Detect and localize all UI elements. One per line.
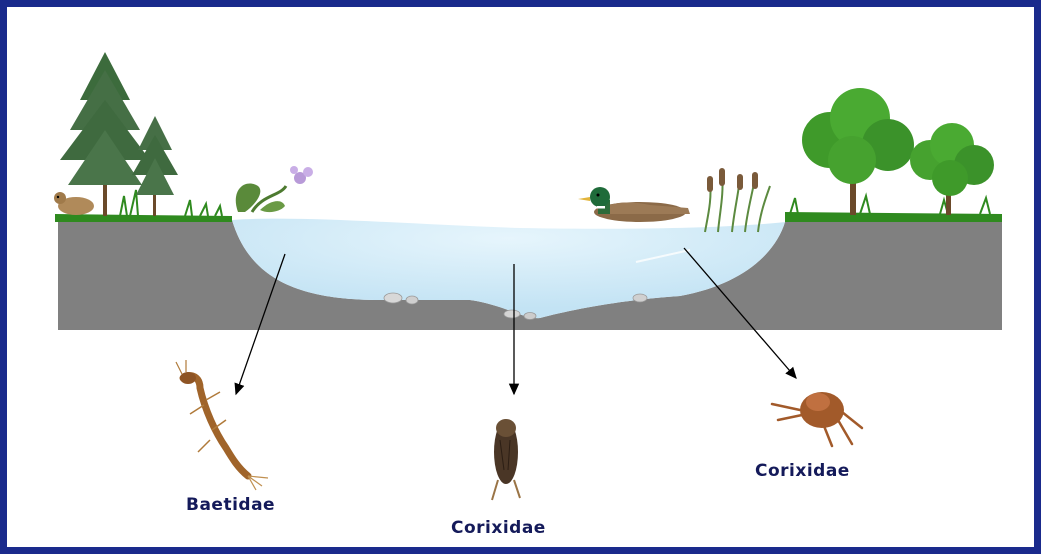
label-corixidae-middle: Corixidae (451, 518, 546, 538)
right-grass-bank (785, 196, 1002, 222)
rodent-icon (54, 192, 94, 215)
water-plant-icon (236, 166, 313, 212)
label-corixidae-right: Corixidae (755, 461, 850, 481)
reeds-icon (705, 168, 770, 232)
deciduous-tree-icon (910, 123, 994, 215)
duck-icon (578, 187, 690, 222)
label-baetidae: Baetidae (186, 495, 275, 515)
deciduous-tree-icon (802, 88, 914, 215)
baetidae-nymph-icon (176, 360, 268, 490)
conifer-tree-icon (132, 116, 178, 216)
corixidae-bug-icon (492, 419, 520, 500)
corixidae-bug-icon (772, 392, 862, 446)
